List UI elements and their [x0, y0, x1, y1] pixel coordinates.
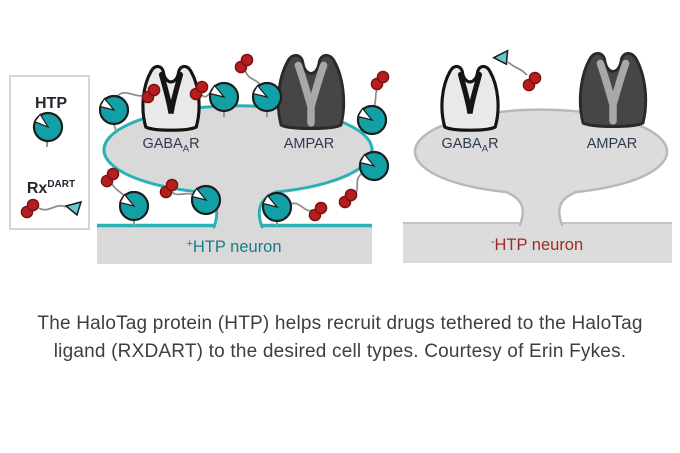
htp-protein-icon	[190, 184, 222, 216]
spine-outline	[413, 108, 669, 227]
ampar-label: AMPAR	[284, 136, 335, 152]
figure-caption: The HaloTag protein (HTP) helps recruit …	[37, 313, 643, 363]
htp-protein-icon	[358, 150, 390, 182]
dendrite-bar	[403, 222, 672, 263]
htp-negative-neuron: GABAAR AMPAR -HTP neuron	[403, 51, 672, 263]
tether	[38, 205, 67, 211]
htp-protein-icon	[98, 94, 130, 126]
htp-protein-icon	[118, 190, 150, 222]
ampa-receptor	[278, 55, 343, 128]
legend-rxdart-label: RxDART	[27, 179, 75, 197]
htp-protein-icon	[261, 191, 293, 223]
htp-negative-label: -HTP neuron	[491, 236, 583, 254]
legend-htp-label: HTP	[35, 95, 67, 112]
spine-membrane	[102, 104, 374, 229]
ampar-label: AMPAR	[587, 136, 638, 152]
gaba-label: GABAAR	[142, 136, 199, 155]
drug-molecule-icon	[338, 188, 358, 209]
gaba-receptor	[442, 66, 498, 130]
drug-molecule-icon	[234, 53, 254, 74]
spine-head	[104, 105, 373, 229]
spine-head	[415, 109, 668, 227]
htp-protein-icon	[208, 81, 240, 113]
tether	[289, 202, 313, 212]
dendrite-bar	[97, 224, 372, 264]
htp-protein-icon	[251, 81, 283, 113]
ligand-triangle-icon	[492, 49, 512, 68]
ampa-receptor	[580, 53, 645, 126]
drug-molecule-icon	[308, 201, 328, 222]
htp-stem	[113, 123, 117, 132]
legend: HTP RxDART	[9, 75, 90, 230]
drug-molecule-icon	[370, 70, 390, 91]
neuron-diagram: HTP RxDART GABAAR AMPAR	[9, 0, 672, 264]
tether	[171, 191, 196, 197]
htp-positive-label: +HTP neuron	[186, 238, 281, 256]
tether	[507, 61, 528, 76]
gaba-label: GABAAR	[441, 136, 498, 155]
drug-molecule-icon	[100, 167, 120, 188]
htp-positive-neuron: GABAAR AMPAR	[97, 53, 390, 264]
htp-protein-icon	[356, 104, 388, 136]
